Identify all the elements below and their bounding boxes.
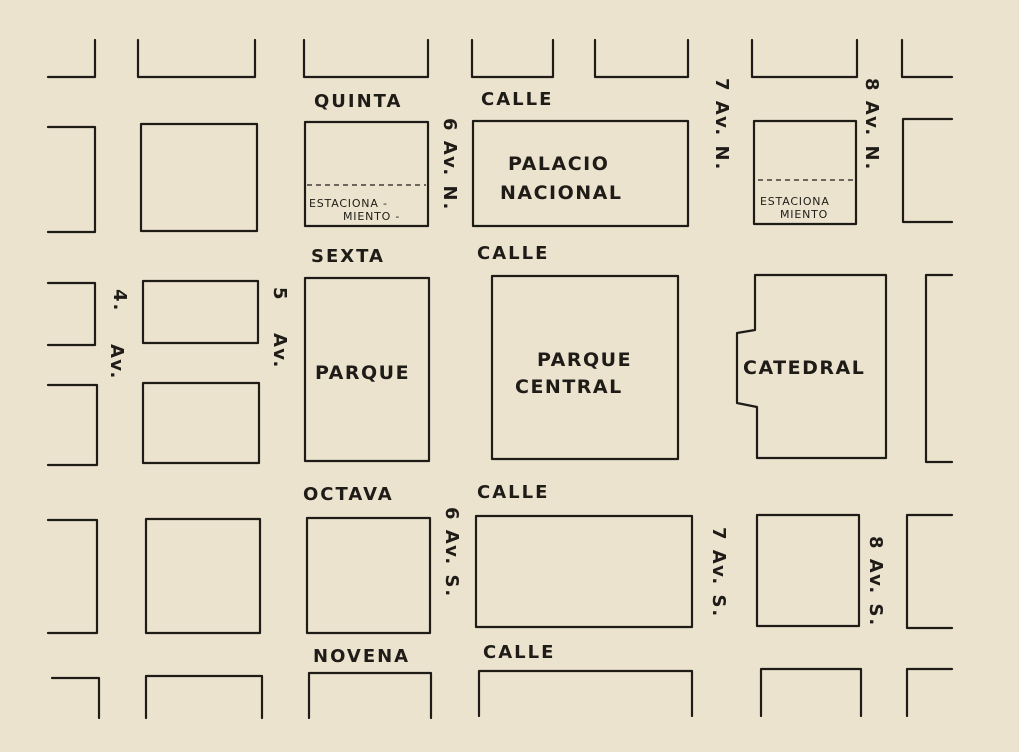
blocks-row-2 xyxy=(46,117,954,234)
estacionamiento-right-label-line2: MIENTO xyxy=(780,208,828,221)
block-r3-edge-left-a xyxy=(46,281,97,347)
block-parque xyxy=(303,276,431,463)
block-top-5 xyxy=(593,38,690,79)
block-r4-3 xyxy=(474,514,694,629)
block-r3-1b xyxy=(141,381,261,465)
estacionamiento-right-label-line1: ESTACIONA xyxy=(760,195,830,208)
block-r4-4 xyxy=(755,513,861,628)
block-bot-2 xyxy=(144,674,264,720)
street-quinta-label: QUINTA xyxy=(314,91,403,112)
block-estacionamiento-right xyxy=(752,119,858,226)
estacionamiento-left-label-line2: MIENTO - xyxy=(343,210,400,223)
avenue-4-abbr-label: Av. xyxy=(106,344,127,380)
block-bot-3 xyxy=(307,671,433,720)
block-estacionamiento-left xyxy=(303,120,430,228)
block-top-2 xyxy=(136,38,257,79)
block-r4-edge-left xyxy=(46,518,99,635)
block-r3-edge-right xyxy=(924,273,954,464)
block-r4-2 xyxy=(305,516,432,635)
block-top-1 xyxy=(46,38,97,79)
avenue-7-norte-label: 7 Av. N. xyxy=(711,78,732,171)
avenue-5-abbr-label: Av. xyxy=(269,333,290,369)
block-bot-4 xyxy=(477,669,694,718)
block-r2-1 xyxy=(139,122,259,233)
blocks-row-3 xyxy=(46,273,954,467)
avenue-6-norte-label: 6 Av. N. xyxy=(439,118,460,211)
avenue-6-sur-label: 6 Av. S. xyxy=(441,507,462,598)
block-top-3 xyxy=(302,38,430,79)
street-calle-label-2: CALLE xyxy=(477,243,549,264)
street-calle-label-4: CALLE xyxy=(483,642,555,663)
block-top-4 xyxy=(470,38,555,79)
street-sexta-label: SEXTA xyxy=(311,246,385,267)
block-top-6 xyxy=(750,38,859,79)
blocks-row-4 xyxy=(46,513,954,635)
street-novena-label: NOVENA xyxy=(313,646,410,667)
blocks-bottom-row xyxy=(50,667,954,720)
block-bot-6 xyxy=(905,667,954,718)
block-top-7 xyxy=(900,38,954,79)
block-r2-edge-right xyxy=(901,117,954,224)
street-calle-label-3: CALLE xyxy=(477,482,549,503)
parque-central-label-line2: CENTRAL xyxy=(515,376,623,398)
street-calle-label-1: CALLE xyxy=(481,89,553,110)
block-r3-edge-left-b xyxy=(46,383,99,467)
palacio-nacional-label-line1: PALACIO xyxy=(508,153,609,175)
avenue-7-sur-label: 7 Av. S. xyxy=(708,527,729,618)
catedral-label: CATEDRAL xyxy=(743,357,865,379)
blocks-top-row xyxy=(46,38,954,79)
block-catedral xyxy=(735,273,888,460)
block-r3-1a xyxy=(141,279,260,345)
block-r4-1 xyxy=(144,517,262,635)
street-octava-label: OCTAVA xyxy=(303,484,394,505)
avenue-8-norte-label: 8 Av. N. xyxy=(861,78,882,171)
block-palacio-nacional xyxy=(471,119,690,228)
avenue-8-sur-label: 8 Av. S. xyxy=(865,536,886,627)
parque-label: PARQUE xyxy=(315,362,410,384)
block-r2-edge-left xyxy=(46,125,97,234)
block-bot-1 xyxy=(50,676,101,720)
avenue-4-number-label: 4. xyxy=(109,289,130,312)
avenue-5-number-label: 5 xyxy=(269,287,290,302)
parque-central-label-line1: PARQUE xyxy=(537,349,632,371)
palacio-nacional-label-line2: NACIONAL xyxy=(500,182,622,204)
block-bot-5 xyxy=(759,667,863,718)
block-r4-edge-right xyxy=(905,513,954,630)
block-parque-central xyxy=(490,274,680,461)
estacionamiento-left-label-line1: ESTACIONA - xyxy=(309,197,388,210)
